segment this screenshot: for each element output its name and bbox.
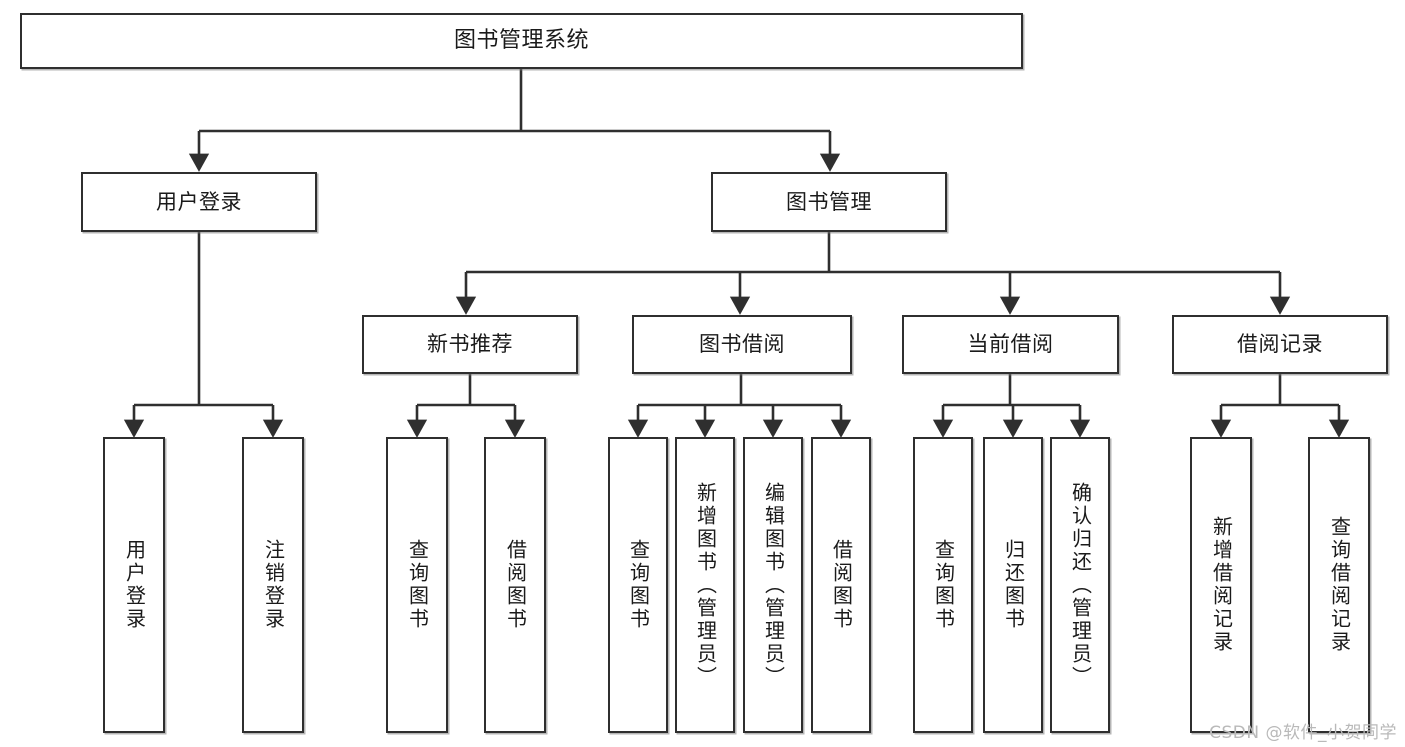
csdn-watermark: CSDN @软件_小贺同学 — [1209, 723, 1397, 743]
node-leaf-add-book-admin-label: 新增图书（管理员） — [693, 481, 718, 689]
node-leaf-query-borrow-record-label: 查询借阅记录 — [1327, 516, 1352, 654]
edge-currentborrow-to-leaves — [932, 374, 1091, 438]
node-book-manage[interactable]: 图书管理 — [711, 172, 947, 232]
node-book-borrow-label: 图书借阅 — [699, 332, 785, 357]
node-leaf-return-book-label: 归还图书 — [1001, 539, 1026, 631]
node-leaf-user-login[interactable]: 用户登录 — [103, 437, 165, 733]
node-leaf-borrow-book-label: 借阅图书 — [829, 539, 854, 631]
node-leaf-confirm-return-admin[interactable]: 确认归还（管理员） — [1050, 437, 1110, 733]
node-leaf-add-borrow-record[interactable]: 新增借阅记录 — [1190, 437, 1252, 733]
node-borrow-record-label: 借阅记录 — [1237, 332, 1323, 357]
node-leaf-user-login-label: 用户登录 — [122, 539, 147, 631]
edge-borrowrecord-to-leaves — [1210, 374, 1350, 438]
node-leaf-query-book-borrow-label: 查询图书 — [626, 539, 651, 631]
node-book-borrow[interactable]: 图书借阅 — [632, 315, 852, 374]
node-user-login-label: 用户登录 — [156, 189, 242, 214]
node-leaf-query-book-current[interactable]: 查询图书 — [913, 437, 973, 733]
node-leaf-query-book-new[interactable]: 查询图书 — [386, 437, 448, 733]
node-leaf-user-logout[interactable]: 注销登录 — [242, 437, 304, 733]
node-leaf-user-logout-label: 注销登录 — [261, 539, 286, 631]
node-current-borrow-label: 当前借阅 — [967, 332, 1054, 357]
node-leaf-edit-book-admin[interactable]: 编辑图书（管理员） — [743, 437, 803, 733]
edge-root-to-level2 — [188, 69, 841, 172]
node-root[interactable]: 图书管理系统 — [20, 13, 1023, 69]
node-borrow-record[interactable]: 借阅记录 — [1172, 315, 1388, 374]
node-new-book-recommend-label: 新书推荐 — [427, 332, 513, 357]
node-leaf-query-book-new-label: 查询图书 — [405, 539, 430, 631]
node-leaf-query-book-current-label: 查询图书 — [931, 539, 956, 631]
node-leaf-borrow-book[interactable]: 借阅图书 — [811, 437, 871, 733]
node-leaf-add-book-admin[interactable]: 新增图书（管理员） — [675, 437, 735, 733]
node-root-label: 图书管理系统 — [453, 28, 589, 54]
node-new-book-recommend[interactable]: 新书推荐 — [362, 315, 578, 374]
edge-newbook-to-leaves — [406, 374, 526, 438]
node-leaf-add-borrow-record-label: 新增借阅记录 — [1209, 516, 1234, 654]
node-book-manage-label: 图书管理 — [786, 189, 872, 214]
node-current-borrow[interactable]: 当前借阅 — [902, 315, 1119, 374]
edge-bookborrow-to-leaves — [627, 374, 852, 438]
node-leaf-query-book-borrow[interactable]: 查询图书 — [608, 437, 668, 733]
node-leaf-return-book[interactable]: 归还图书 — [983, 437, 1043, 733]
edge-userlogin-to-leaves — [123, 232, 284, 438]
node-leaf-confirm-return-admin-label: 确认归还（管理员） — [1068, 481, 1093, 689]
node-leaf-borrow-book-new-label: 借阅图书 — [503, 539, 528, 631]
node-leaf-edit-book-admin-label: 编辑图书（管理员） — [761, 481, 786, 689]
node-leaf-query-borrow-record[interactable]: 查询借阅记录 — [1308, 437, 1370, 733]
node-leaf-borrow-book-new[interactable]: 借阅图书 — [484, 437, 546, 733]
node-user-login[interactable]: 用户登录 — [81, 172, 317, 232]
edge-bookmanage-to-level3 — [455, 232, 1291, 315]
